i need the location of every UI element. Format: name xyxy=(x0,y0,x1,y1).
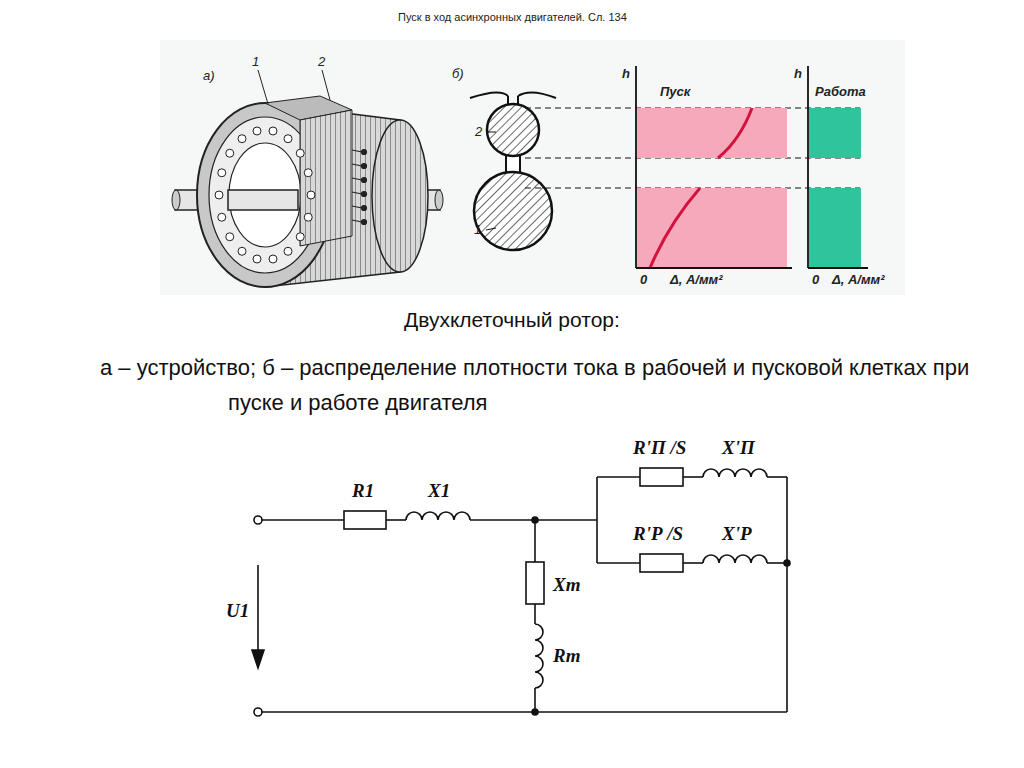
axis-label: Δ, А/мм² xyxy=(832,272,885,287)
bar-end xyxy=(352,150,362,152)
bar-hole xyxy=(304,169,312,177)
bar-hole xyxy=(253,255,261,263)
panel-letter: б) xyxy=(452,66,464,81)
panel-letter: а) xyxy=(203,68,215,83)
bar-hole xyxy=(284,135,292,143)
bar-hole xyxy=(304,213,312,221)
inductor-label: X1 xyxy=(428,480,450,502)
resistor-label: R'П /S xyxy=(633,437,686,459)
bar-hole xyxy=(269,127,277,135)
bar-hole xyxy=(238,135,246,143)
equivalent-circuit xyxy=(252,468,790,716)
bar-end xyxy=(362,220,367,225)
resistor-label: R'Р /S xyxy=(633,523,683,545)
rotor-drawing xyxy=(172,70,443,287)
bar-end xyxy=(352,178,362,180)
chart-title: Пуск xyxy=(660,84,690,99)
callout-number: 2 xyxy=(475,124,482,139)
inductor-label: X'П xyxy=(722,437,755,459)
bar-end xyxy=(362,164,367,169)
bar-hole xyxy=(296,149,304,157)
axis-label: h xyxy=(794,66,802,81)
resistor-label: Rm xyxy=(553,645,580,667)
bar-end xyxy=(362,150,367,155)
chart-title: Работа xyxy=(815,84,866,99)
bar-hole xyxy=(253,127,261,135)
bar-hole xyxy=(238,247,246,255)
inductor-label: Xm xyxy=(553,574,580,596)
bar-hole xyxy=(218,213,226,221)
inductor-label: X'Р xyxy=(722,523,752,545)
axis-origin: 0 xyxy=(640,272,647,287)
resistor-label: R1 xyxy=(352,480,374,502)
current-density-charts xyxy=(525,66,868,268)
bar-end xyxy=(352,220,362,222)
bar-hole xyxy=(284,247,292,255)
bar-end xyxy=(352,206,362,208)
bar-end xyxy=(352,164,362,166)
bar-hole xyxy=(218,169,226,177)
slot-section xyxy=(470,92,556,250)
bar-hole xyxy=(226,149,234,157)
axis-origin: 0 xyxy=(812,272,819,287)
callout-number: 1 xyxy=(474,222,481,237)
slide-header: Пуск в ход асинхронных двигателей. Сл. 1… xyxy=(398,11,627,23)
bar-end xyxy=(352,192,362,194)
bar-end xyxy=(362,192,367,197)
bar-hole xyxy=(296,233,304,241)
bar-hole xyxy=(307,191,315,199)
axis-label: Δ, А/мм² xyxy=(670,272,723,287)
bar-hole xyxy=(215,191,223,199)
bar-end xyxy=(362,178,367,183)
voltage-label: U1 xyxy=(226,600,249,622)
bar-hole xyxy=(269,255,277,263)
title: Двухклеточный ротор: xyxy=(404,308,620,332)
bar-hole xyxy=(226,233,234,241)
callout-number: 2 xyxy=(318,54,325,69)
axis-label: h xyxy=(622,66,630,81)
bar-end xyxy=(362,206,367,211)
callout-number: 1 xyxy=(252,54,259,69)
caption: а – устройство; б – распределение плотно… xyxy=(100,350,988,420)
